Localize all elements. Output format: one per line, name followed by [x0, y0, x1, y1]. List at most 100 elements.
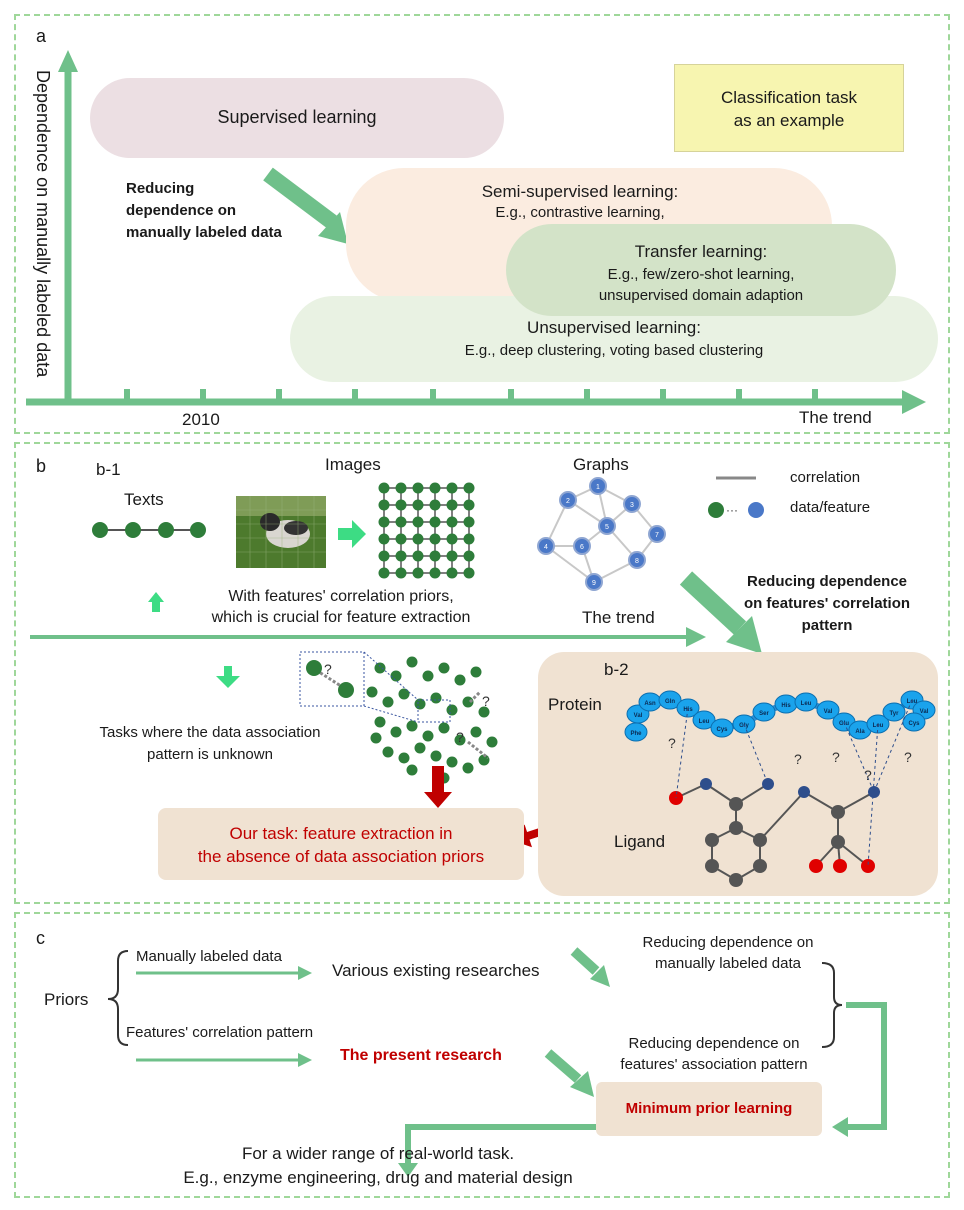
scatter-node: [430, 750, 442, 762]
minimum-prior-label: Minimum prior learning: [625, 1100, 793, 1117]
existing-research-label: Various existing researches: [332, 961, 540, 980]
scatter-node: [478, 754, 490, 766]
scatter-node: [422, 730, 434, 742]
grid-node: [412, 533, 424, 545]
ligand-nitrogen: [868, 786, 880, 798]
graph-node-label: 8: [635, 558, 639, 565]
grid-node: [412, 567, 424, 579]
graph-node: [623, 495, 641, 513]
graph-node-label: 5: [605, 524, 609, 531]
scatter-node: [422, 670, 434, 682]
protein-residue-label: Leu: [699, 719, 710, 725]
panel-a-axes: [26, 50, 926, 414]
reducing-manual-text: Reducing dependence on manually labeled …: [126, 178, 282, 244]
graph-node-label: 3: [630, 502, 634, 509]
reducing-correlation-line-1: Reducing dependence: [746, 573, 908, 590]
reduce-manual-line-2: manually labeled data: [655, 955, 801, 972]
binding-question-mark: ?: [794, 751, 802, 767]
scatter-node: [470, 666, 482, 678]
scatter-node: [454, 734, 466, 746]
scatter-node: [478, 706, 490, 718]
reduce-features-text: Reducing dependence on features' associa…: [592, 1033, 836, 1075]
grid-node: [429, 567, 441, 579]
reducing-manual-line-2: dependence on: [126, 202, 237, 219]
graphs-label: Graphs: [573, 455, 629, 474]
ligand-carbon: [729, 873, 743, 887]
supervised-learning-label: Supervised learning: [217, 107, 377, 127]
scatter-node: [390, 726, 402, 738]
x-axis-label: The trend: [799, 408, 872, 427]
x-tick-2010: 2010: [182, 410, 220, 429]
supervised-learning-box: [90, 78, 504, 158]
transfer-example-1: E.g., few/zero-shot learning,: [607, 266, 795, 283]
present-research-label: The present research: [340, 1047, 502, 1064]
grid-node: [446, 499, 458, 511]
graph-node-label: 4: [544, 544, 548, 551]
b2-box: [538, 652, 938, 896]
transfer-example-2: unsupervised domain adaption: [598, 287, 804, 304]
reduce-manual-text: Reducing dependence on manually labeled …: [620, 932, 836, 974]
graph-node: [559, 491, 577, 509]
ligand-oxygen: [809, 859, 823, 873]
graph-node: [537, 537, 555, 555]
reducing-correlation-text: Reducing dependence on features' correla…: [724, 571, 930, 637]
panel-c: [14, 912, 950, 1198]
ligand-carbon: [729, 821, 743, 835]
grid-node: [429, 482, 441, 494]
protein-residue-label: Tyr: [890, 711, 900, 717]
wider-range-line-1: For a wider range of real-world task.: [241, 1144, 515, 1163]
scatter-node: [430, 692, 442, 704]
grid-node: [412, 550, 424, 562]
graph-node: [585, 573, 603, 591]
reduce-manual-line-1: Reducing dependence on: [642, 934, 814, 951]
qmark-1: ?: [324, 661, 332, 677]
protein-residue-label: Val: [824, 709, 833, 715]
scatter-node: [398, 752, 410, 764]
ligand-carbon: [729, 797, 743, 811]
protein-residue: [882, 702, 906, 722]
grid-node: [463, 567, 475, 579]
ligand-carbon: [831, 835, 845, 849]
priors-line-1: With features' correlation priors,: [228, 588, 454, 605]
grid-node: [446, 482, 458, 494]
grid-node: [463, 516, 475, 528]
protein-residue-label: Ala: [855, 729, 865, 735]
reduce-features-line-2: features' association pattern: [620, 1056, 808, 1073]
reducing-manual-line-3: manually labeled data: [126, 224, 282, 241]
grid-node: [395, 482, 407, 494]
transfer-title: Transfer learning:: [634, 242, 768, 261]
images-label: Images: [325, 455, 381, 474]
grid-node: [378, 516, 390, 528]
protein-residue: [752, 702, 776, 722]
graph-node: [648, 525, 666, 543]
grid-node: [429, 516, 441, 528]
classification-note-box: [674, 64, 904, 152]
b1-label: b-1: [96, 460, 121, 479]
protein-residue-label: Cys: [716, 727, 728, 733]
scatter-node: [438, 662, 450, 674]
binding-question-mark: ?: [832, 749, 840, 765]
qmark-3: ?: [456, 729, 464, 745]
scatter-node: [382, 746, 394, 758]
features-correlation-label: Features' correlation pattern: [126, 1024, 314, 1041]
scatter-node: [486, 736, 498, 748]
protein-residue-label: Asn: [644, 701, 656, 707]
grid-node: [395, 499, 407, 511]
grid-node: [446, 550, 458, 562]
graph-node: [573, 537, 591, 555]
classification-note-text: Classification task as an example: [674, 86, 904, 132]
reduce-features-line-1: Reducing dependence on: [628, 1035, 800, 1052]
manually-labeled-label: Manually labeled data: [136, 948, 282, 965]
reducing-correlation-line-2: on features' correlation: [743, 595, 911, 612]
binding-question-mark: ?: [668, 735, 676, 751]
scatter-node: [406, 764, 418, 776]
ligand-carbon: [753, 859, 767, 873]
graph-node: [628, 551, 646, 569]
classification-note-line-2: as an example: [733, 111, 845, 130]
scatter-node: [446, 704, 458, 716]
grid-node: [378, 567, 390, 579]
y-axis-label: Dependence on manually labeled data: [33, 70, 53, 378]
scatter-node: [406, 656, 418, 668]
ligand-molecule: [669, 778, 880, 887]
